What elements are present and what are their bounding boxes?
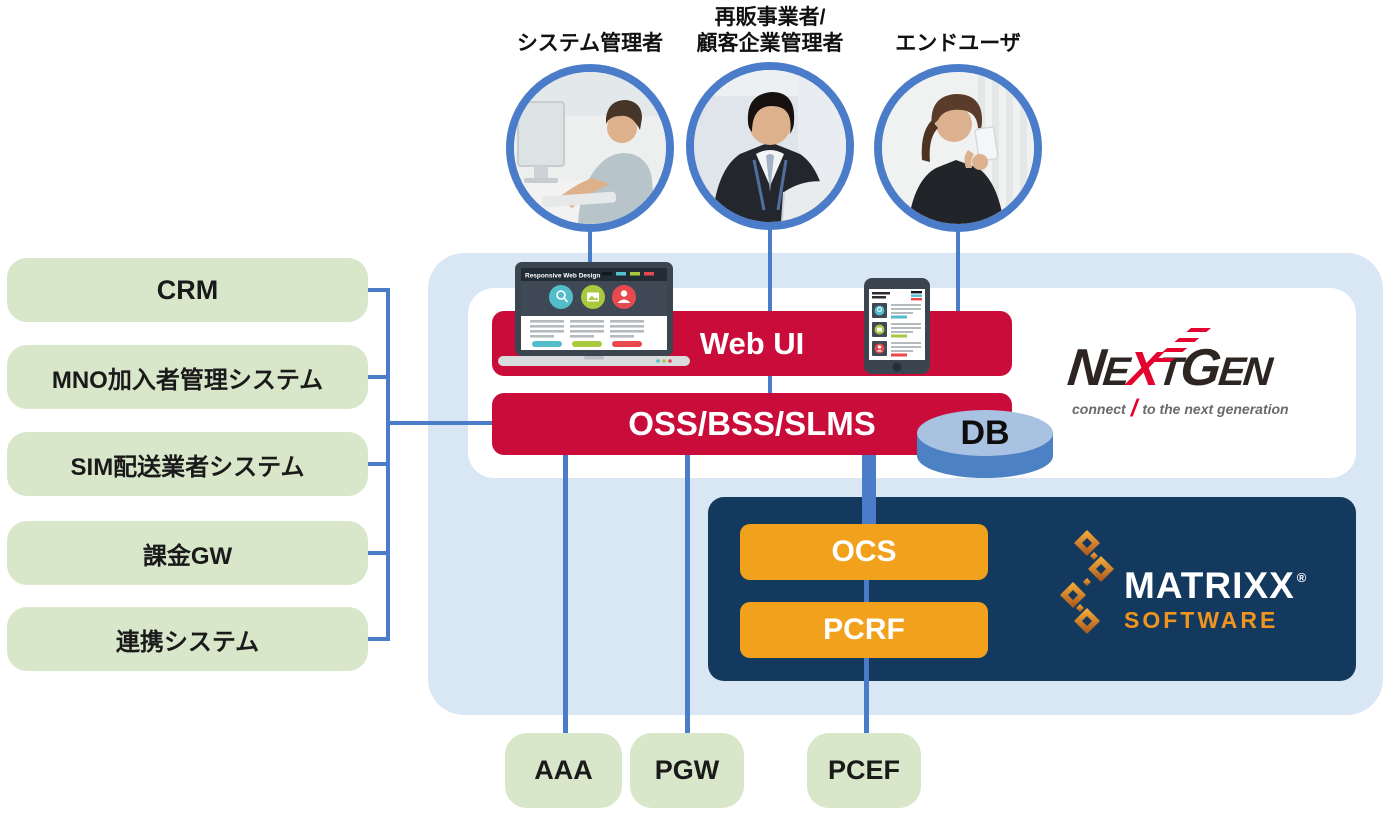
node-pgw-label: PGW [654, 755, 720, 785]
stub-linked [368, 637, 388, 641]
actor-label-system-admin: システム管理者 [516, 32, 664, 55]
matrixx-registered-mark: ® [1296, 570, 1308, 585]
actor-label-reseller-line1: 再販事業者/ [714, 6, 826, 29]
avatar-photo-reseller-admin [694, 70, 846, 222]
sysbox-billing-gw-label: 課金GW [142, 542, 233, 570]
connector-pcrf-to-pcef [864, 658, 869, 735]
nextgen-tagline-left: connect [1072, 401, 1126, 417]
node-pcef-label: PCEF [827, 755, 900, 785]
sysbox-sim-label: SIM配送業者システム [70, 453, 305, 481]
connector-ocs-to-pcrf [864, 580, 869, 603]
db-label: DB [960, 414, 1010, 452]
avatar-reseller-admin [686, 62, 854, 230]
nextgen-tagline-right: to the next generation [1142, 401, 1289, 417]
node-pcef: PCEF [807, 733, 921, 808]
actor-label-end-user: エンドユーザ [895, 32, 1021, 55]
laptop-mockup-icon: Responsive Web Design [498, 262, 690, 366]
nextgen-tagline-slash-icon: / [1130, 395, 1138, 422]
matrixx-logo-icon [1060, 530, 1114, 634]
phone-mockup-icon [864, 278, 930, 374]
phone-home-button-icon [892, 362, 902, 372]
sysbox-crm: CRM [7, 258, 368, 322]
pcrf-box: PCRF [740, 602, 988, 658]
stub-sim [368, 462, 388, 466]
bracket-vertical [386, 288, 390, 641]
phone-search-icon [874, 305, 885, 316]
node-pgw: PGW [630, 733, 744, 808]
stub-mno [368, 375, 388, 379]
ocs-box: OCS [740, 524, 988, 580]
connector-reseller-to-webui [768, 226, 772, 316]
sysbox-crm-label: CRM [156, 274, 219, 305]
avatar-end-user [874, 64, 1042, 232]
connector-oss-to-ocs-thick [862, 455, 876, 525]
laptop-search-icon [549, 285, 573, 309]
connector-oss-to-pgw [685, 455, 690, 735]
matrixx-wordmark: MATRIXX® [1124, 565, 1308, 607]
actor-label-reseller-line2: 顧客企業管理者 [696, 32, 844, 55]
laptop-person-icon [612, 285, 636, 309]
ocs-label: OCS [831, 535, 897, 568]
connector-oss-to-aaa [563, 455, 568, 735]
matrixx-brand-text: MATRIXX [1124, 565, 1295, 606]
matrixx-software-text: SOFTWARE [1124, 607, 1279, 633]
connector-enduser-to-webui [956, 228, 960, 316]
nextgen-tagline: connect / to the next generation [1072, 395, 1289, 422]
sysbox-mno: MNO加入者管理システム [7, 345, 368, 409]
sysbox-sim: SIM配送業者システム [7, 432, 368, 496]
connector-webui-to-oss [768, 376, 772, 394]
nextgen-letter: N [1064, 339, 1107, 397]
nextgen-letter: N [1241, 350, 1273, 394]
avatar-photo-system-admin [514, 72, 666, 224]
actor-label-reseller-admin: 再販事業者/ 顧客企業管理者 [650, 5, 890, 57]
oss-bss-slms-label: OSS/BSS/SLMS [628, 405, 876, 442]
avatar-photo-end-user [882, 72, 1034, 224]
node-aaa: AAA [505, 733, 622, 808]
avatar-system-admin [506, 64, 674, 232]
db-cylinder-top [917, 410, 1053, 456]
stub-crm [368, 288, 388, 292]
sysbox-linked-label: 連携システム [115, 628, 260, 656]
bracket-to-oss [386, 421, 492, 425]
pcrf-label: PCRF [823, 613, 905, 646]
webui-bar-label: Web UI [699, 325, 805, 361]
laptop-header-text: Responsive Web Design [525, 273, 600, 280]
node-aaa-label: AAA [534, 755, 593, 785]
sysbox-billing-gw: 課金GW [7, 521, 368, 585]
sysbox-mno-label: MNO加入者管理システム [51, 366, 324, 394]
stub-billing-gw [368, 551, 388, 555]
sysbox-linked: 連携システム [7, 607, 368, 671]
